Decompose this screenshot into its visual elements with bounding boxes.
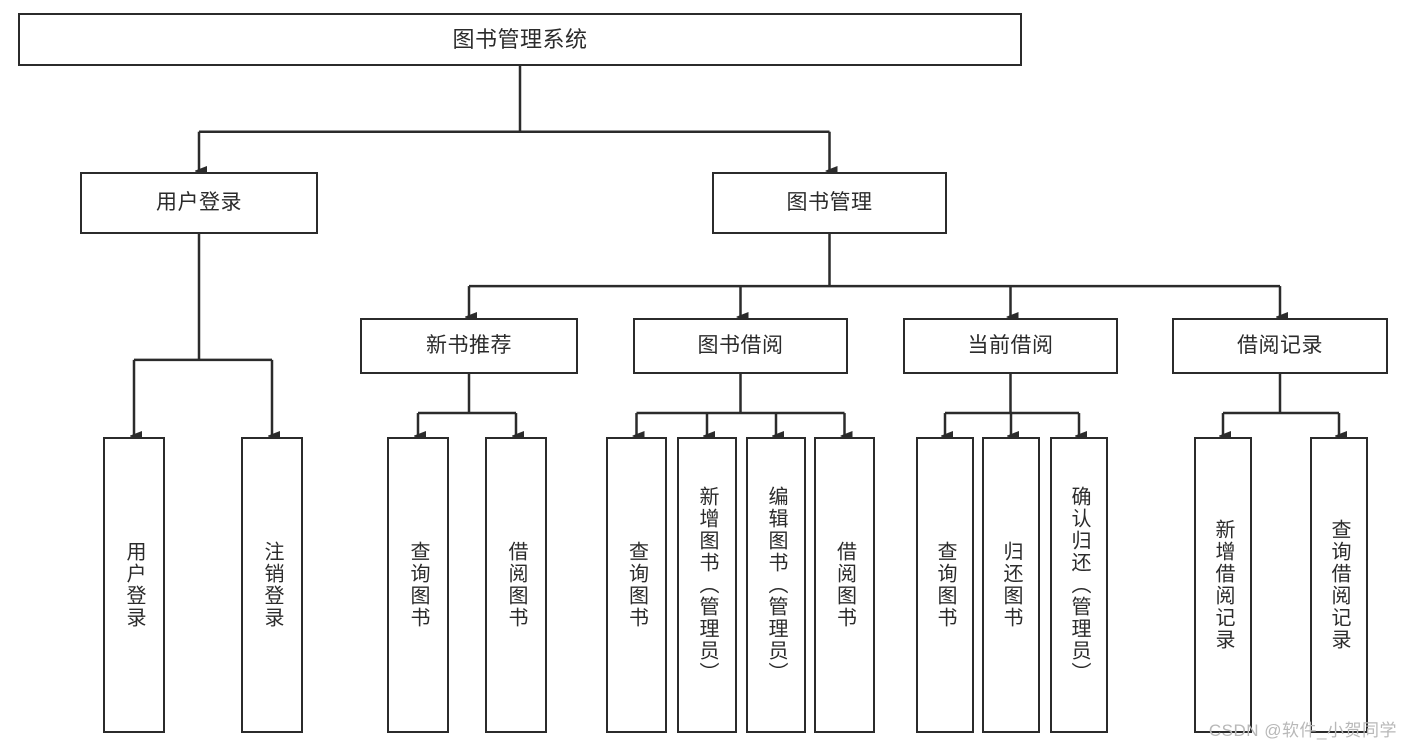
node-label: 查询图书 — [934, 541, 956, 629]
node-label: 新书推荐 — [426, 333, 512, 357]
node-label: 注销登录 — [261, 541, 283, 629]
node-label: 图书管理系统 — [452, 26, 588, 52]
node-leaf-borrow-book-1[interactable]: 借阅图书 — [485, 437, 547, 733]
node-label: 图书管理 — [786, 190, 873, 214]
node-leaf-edit-book-admin[interactable]: 编辑图书（管理员） — [746, 437, 806, 733]
node-leaf-add-book-admin[interactable]: 新增图书（管理员） — [677, 437, 737, 733]
node-borrowing-records[interactable]: 借阅记录 — [1172, 318, 1388, 374]
node-label: 借阅图书 — [833, 541, 856, 629]
node-label: 图书借阅 — [697, 333, 784, 357]
node-label: 确认归还（管理员） — [1068, 486, 1090, 684]
node-leaf-return-book[interactable]: 归还图书 — [982, 437, 1040, 733]
node-leaf-confirm-return-admin[interactable]: 确认归还（管理员） — [1050, 437, 1108, 733]
node-label: 查询图书 — [407, 541, 429, 629]
node-new-book-recommendation[interactable]: 新书推荐 — [360, 318, 578, 374]
node-label: 编辑图书（管理员） — [765, 486, 787, 684]
node-leaf-user-login[interactable]: 用户登录 — [103, 437, 165, 733]
node-leaf-query-book-3[interactable]: 查询图书 — [916, 437, 974, 733]
node-label: 新增借阅记录 — [1212, 519, 1234, 651]
node-label: 查询图书 — [625, 541, 648, 629]
node-label: 新增图书（管理员） — [696, 486, 718, 684]
csdn-watermark: CSDN @软件_小贺同学 — [1208, 721, 1397, 740]
node-leaf-query-book-1[interactable]: 查询图书 — [387, 437, 449, 733]
node-label: 归还图书 — [1000, 541, 1022, 629]
node-leaf-query-borrow-record[interactable]: 查询借阅记录 — [1310, 437, 1368, 733]
node-leaf-logout[interactable]: 注销登录 — [241, 437, 303, 733]
node-label: 查询借阅记录 — [1328, 519, 1350, 651]
node-user-login[interactable]: 用户登录 — [80, 172, 318, 234]
node-leaf-add-borrow-record[interactable]: 新增借阅记录 — [1194, 437, 1252, 733]
node-label: 用户登录 — [156, 190, 242, 214]
node-root[interactable]: 图书管理系统 — [18, 13, 1022, 66]
node-current-borrowing[interactable]: 当前借阅 — [903, 318, 1118, 374]
node-book-borrowing[interactable]: 图书借阅 — [633, 318, 848, 374]
node-book-management[interactable]: 图书管理 — [712, 172, 947, 234]
node-leaf-borrow-book-2[interactable]: 借阅图书 — [814, 437, 875, 733]
node-label: 借阅图书 — [505, 541, 527, 629]
node-leaf-query-book-2[interactable]: 查询图书 — [606, 437, 667, 733]
node-label: 借阅记录 — [1237, 333, 1323, 357]
node-label: 用户登录 — [123, 541, 145, 629]
node-label: 当前借阅 — [967, 333, 1054, 357]
